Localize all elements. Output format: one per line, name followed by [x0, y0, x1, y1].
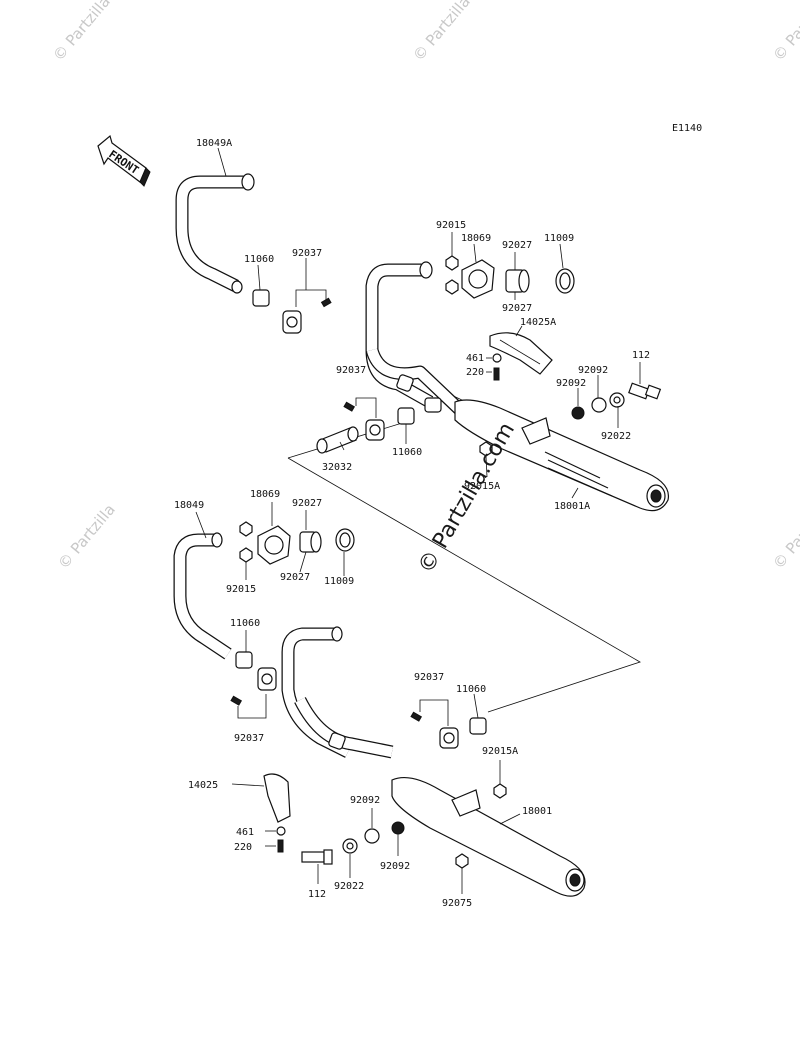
gasket-11060-top [252, 289, 270, 307]
label-92092-bot-b: 92092 [380, 861, 410, 872]
front-arrow: FRONT [97, 134, 151, 187]
label-18049: 18049 [174, 500, 204, 511]
flange-18069-bot [257, 525, 291, 565]
label-92015A-top: 92015A [464, 481, 500, 492]
label-92022-bot: 92022 [334, 881, 364, 892]
leader-lines [195, 147, 641, 894]
label-92027-top-a: 92027 [502, 240, 532, 251]
label-32032: 32032 [322, 462, 352, 473]
clamp-92037-bot-l [230, 667, 277, 706]
muffler-18001A [454, 399, 670, 512]
label-92037-bot-l: 92037 [234, 733, 264, 744]
screw-220-bot [277, 839, 284, 853]
collar-mid [424, 397, 442, 413]
rear-pipe-top [365, 261, 465, 415]
label-112-top: 112 [632, 350, 650, 361]
label-14025: 14025 [188, 780, 218, 791]
watermark-top-center: © Partzilla [409, 0, 474, 65]
label-461-bot: 461 [236, 827, 254, 838]
label-92037-bot-r: 92037 [414, 672, 444, 683]
diagram-code: E1140 [672, 123, 702, 134]
part-labels: 18049A 11060 92037 92015 18069 92027 110… [174, 138, 650, 909]
nut-92015-bot-b [239, 547, 253, 563]
bushing-92092-top-b [591, 397, 607, 413]
nut-92015-top-b [445, 279, 459, 295]
muffler-18001 [391, 777, 586, 897]
nut-92075 [455, 853, 469, 869]
flange-18069-top [461, 259, 495, 299]
label-11060-top: 11060 [244, 254, 274, 265]
label-92092-bot-a: 92092 [350, 795, 380, 806]
label-92075: 92075 [442, 898, 472, 909]
nut-92015-top-a [445, 255, 459, 271]
header-pipe-18049A [175, 173, 255, 294]
label-92037-mid: 92037 [336, 365, 366, 376]
washer-461-top [492, 353, 502, 363]
label-11060-bot-r: 11060 [456, 684, 486, 695]
label-11060-mid: 11060 [392, 447, 422, 458]
label-11009-top: 11009 [544, 233, 574, 244]
label-92015-top: 92015 [436, 220, 466, 231]
watermark-top-right: © Partzilla [769, 0, 800, 65]
watermark-top-left: © Partzilla [49, 0, 114, 65]
gasket-11060-mid [397, 407, 415, 425]
nut-92015-bot-a [239, 521, 253, 537]
label-92015A-bot: 92015A [482, 746, 518, 757]
label-11060-bot-l: 11060 [230, 618, 260, 629]
bolt-112-bot [301, 849, 333, 865]
pipe-32032 [316, 426, 359, 454]
clamp-92037-mid [343, 401, 385, 441]
label-461-top: 461 [466, 353, 484, 364]
gasket-11060-bot-l [235, 651, 253, 669]
ring-92027-top [505, 269, 530, 293]
bolt-112-top [628, 382, 662, 400]
label-220-top: 220 [466, 367, 484, 378]
label-92027-bot-a: 92027 [292, 498, 322, 509]
screw-220-top [493, 367, 500, 381]
gasket-11060-bot-r [469, 717, 487, 735]
clamp-92037-top [282, 297, 332, 334]
heatshield-14025 [263, 773, 291, 823]
nut-92015A-bot [493, 783, 507, 799]
rear-pipe-bottom [281, 626, 394, 759]
nut-92015A-top [479, 441, 493, 457]
washer-92092-top-a [571, 406, 585, 420]
label-18001A: 18001A [554, 501, 590, 512]
label-18069-bot: 18069 [250, 489, 280, 500]
label-18069-top: 18069 [461, 233, 491, 244]
label-220-bot: 220 [234, 842, 252, 853]
label-112-bot: 112 [308, 889, 326, 900]
label-18001: 18001 [522, 806, 552, 817]
washer-461-bot [276, 826, 286, 836]
watermark-group: © Partzilla © Partzilla © Partzilla © Pa… [49, 0, 800, 573]
label-92037-top: 92037 [292, 248, 322, 259]
watermark-main: © Partzilla.com [414, 418, 521, 578]
label-92027-top-b: 92027 [502, 303, 532, 314]
label-14025A: 14025A [520, 317, 556, 328]
header-pipe-18049 [173, 532, 232, 660]
label-92092-top-a: 92092 [578, 365, 608, 376]
assembly-outline-b [287, 457, 641, 713]
washer-92092-bot-b [391, 821, 405, 835]
bushing-92092-bot-a [364, 828, 380, 844]
clamp-92037-bot-r [410, 711, 459, 749]
watermark-mid-left: © Partzilla [54, 501, 119, 573]
heatshield-14025A [489, 332, 553, 375]
label-92092-top-b: 92092 [556, 378, 586, 389]
label-11009-bot: 11009 [324, 576, 354, 587]
label-92022-top: 92022 [601, 431, 631, 442]
label-92027-bot-b: 92027 [280, 572, 310, 583]
label-92015-bot: 92015 [226, 584, 256, 595]
label-18049A: 18049A [196, 138, 232, 149]
watermark-mid-right: © Partzilla [769, 501, 800, 573]
ring-92027-bot [299, 531, 322, 553]
